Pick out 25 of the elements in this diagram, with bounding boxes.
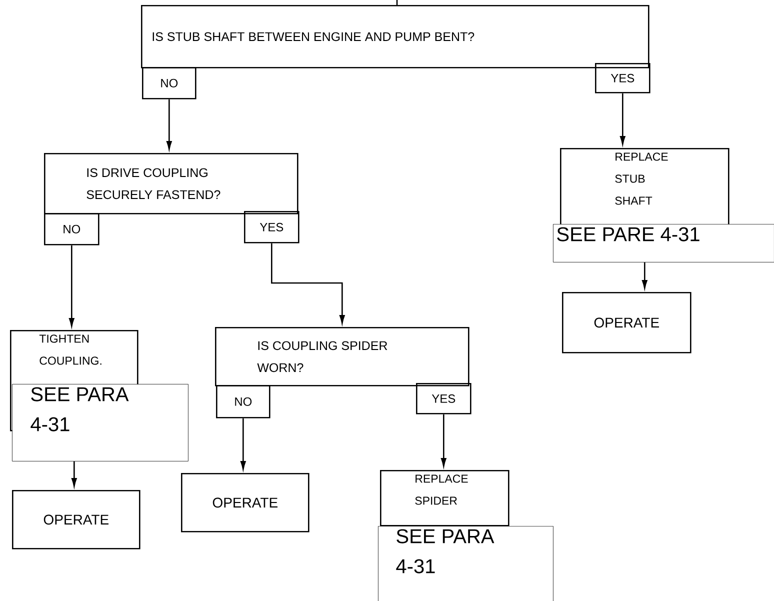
arrow xyxy=(240,418,246,470)
decision-box: IS COUPLING SPIDER WORN? xyxy=(215,327,470,386)
answer-tab: NO xyxy=(216,385,270,418)
result-box: OPERATE xyxy=(181,473,310,532)
arrow xyxy=(440,414,446,467)
result-box: OPERATE xyxy=(562,292,692,354)
arrow xyxy=(271,243,345,324)
answer-tab: YES xyxy=(244,210,300,244)
answer-tab: NO xyxy=(44,212,100,246)
node-label: REPLACE SPIDER xyxy=(415,474,468,505)
decision-box: IS STUB SHAFT BETWEEN ENGINE AND PUMP BENT? xyxy=(141,5,650,68)
arrow xyxy=(166,99,172,150)
action-box: TIGHTEN COUPLING. SEE PARA 4-31 xyxy=(10,330,188,462)
decision-box: IS DRIVE COUPLING SECURELY FASTEND? xyxy=(44,153,298,214)
action-box: REPLACE SPIDER SEE PARA 4-31 xyxy=(378,470,554,601)
result-box: OPERATE xyxy=(12,490,140,550)
arrow xyxy=(642,262,648,289)
answer-tab: NO xyxy=(142,67,196,100)
action-box: REPLACE STUB SHAFT SEE PARE 4-31 xyxy=(553,148,774,262)
answer-tab: YES xyxy=(416,383,472,414)
answer-tab: YES xyxy=(595,63,650,94)
node-label: TIGHTEN COUPLING. xyxy=(39,334,102,365)
arrow xyxy=(620,93,626,145)
arrow xyxy=(68,245,74,327)
arrow xyxy=(71,461,77,487)
